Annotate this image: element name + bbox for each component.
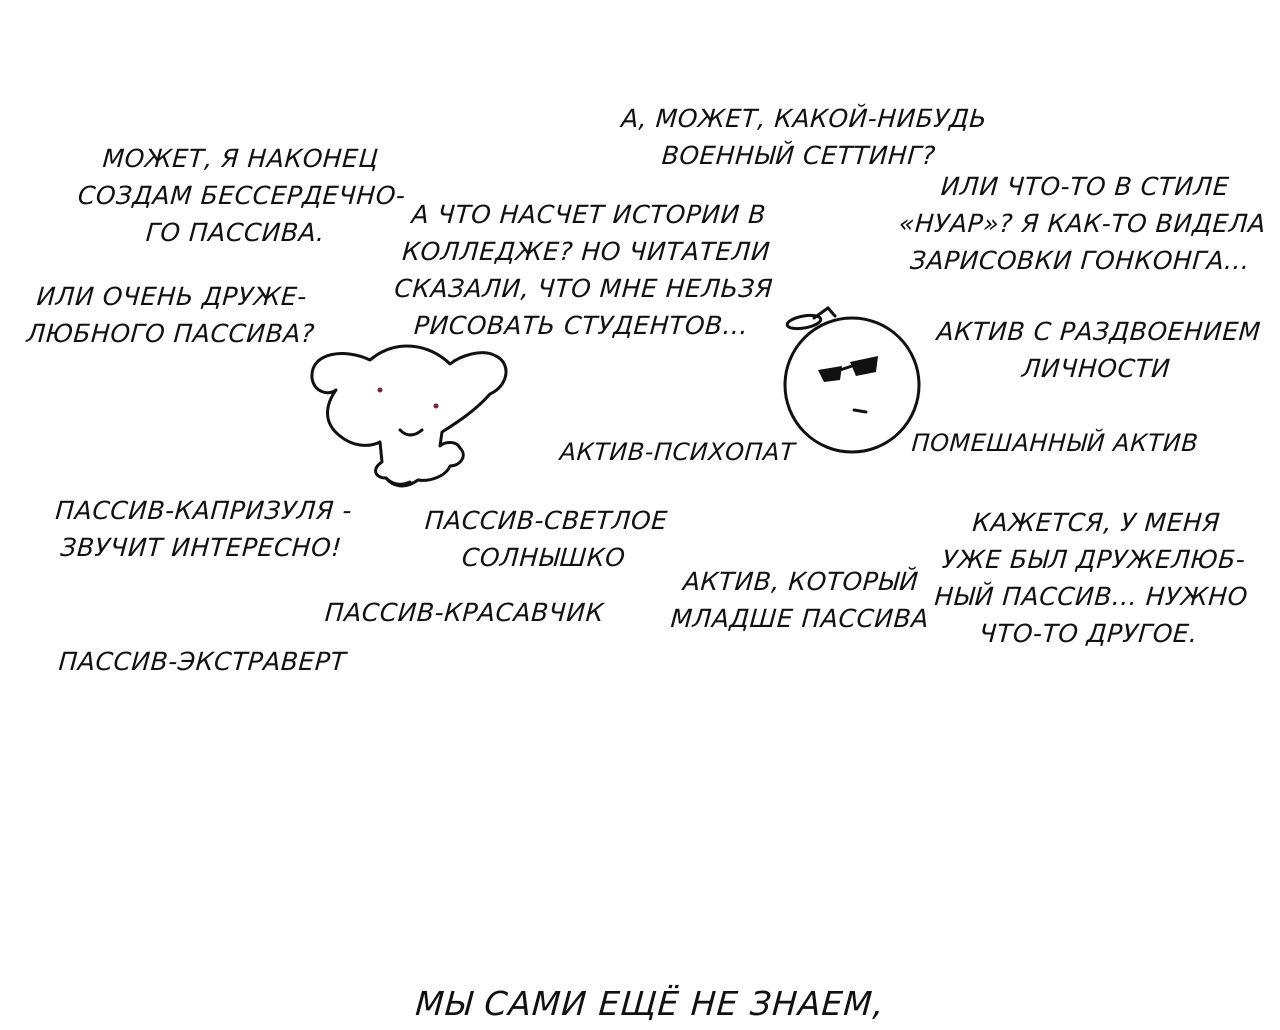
text-heartless-passive: Может, я наконец создам бессердечно- го … — [76, 144, 407, 247]
text-split-personality: Актив с раздвоением личности — [935, 317, 1262, 383]
text-had-friendly-passive: Кажется, у меня уже был дружелюб- ный па… — [933, 508, 1249, 648]
text-sunshine-passive: Пассив-светлое солнышко — [423, 506, 669, 572]
cloud-character-illustration — [310, 344, 508, 488]
cloud-character-right-eye — [433, 403, 439, 409]
text-psychopath-active: Актив-психопат — [558, 438, 797, 466]
sunglasses-character-illustration — [783, 306, 921, 454]
text-obsessed-active: Помешанный актив — [910, 429, 1200, 457]
text-noir: Или что-то в стиле «нуар»? Я как-то виде… — [898, 172, 1267, 275]
cloud-character-left-eye — [377, 387, 383, 393]
text-military-setting: А, может, какой-нибудь военный сеттинг? — [620, 104, 989, 170]
text-bottom-caption: Мы сами ещё не знаем, — [414, 984, 886, 1023]
text-college-story: А что насчет истории в колледже? Но чита… — [393, 200, 774, 340]
text-friendly-passive: Или очень друже- любного пассива? — [25, 282, 316, 348]
text-extravert-passive: Пассив-экстраверт — [57, 647, 348, 676]
text-handsome-passive: Пассив-красавчик — [323, 598, 605, 627]
text-younger-active: Актив, который младше пассива — [669, 567, 930, 633]
sunglasses-icon — [818, 356, 878, 382]
